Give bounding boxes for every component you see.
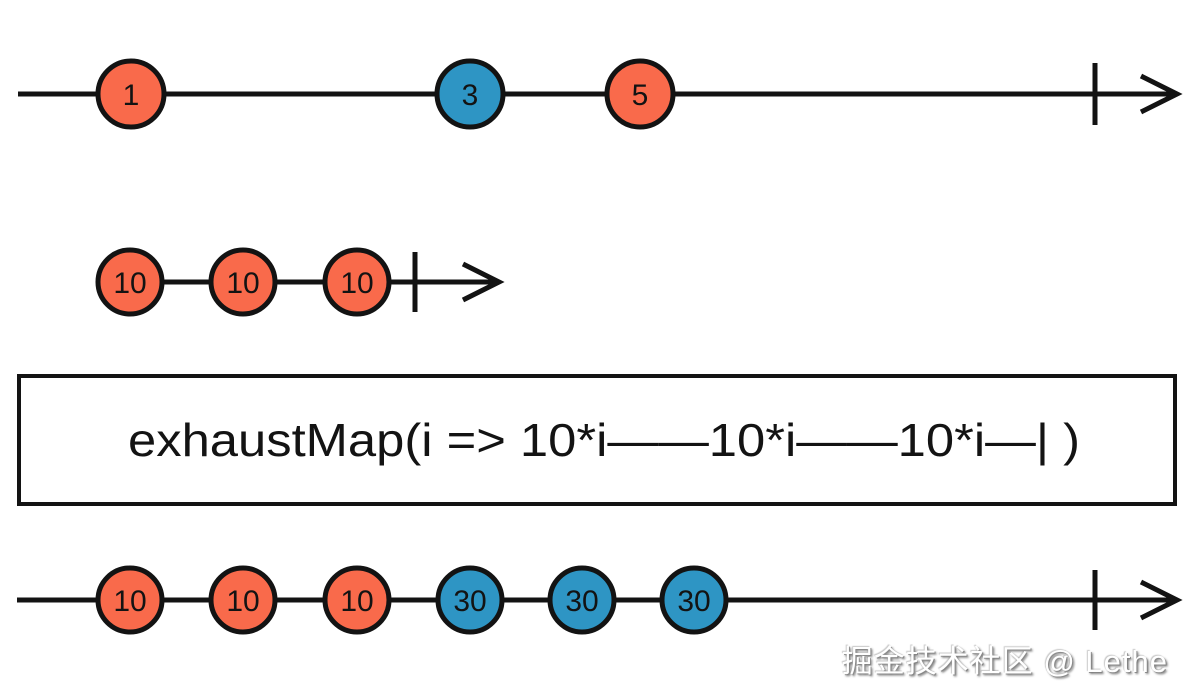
marble: [659, 565, 729, 635]
inner-arrow-icon: [461, 261, 505, 303]
marble-label: 3: [462, 79, 479, 112]
operator-box: exhaustMap(i => 10*i——10*i——10*i—| ): [17, 374, 1177, 506]
marble: [604, 58, 676, 130]
marble: [322, 565, 392, 635]
marble-label: 10: [113, 267, 146, 300]
marble-label: 30: [677, 585, 710, 618]
marble-label: 10: [340, 267, 373, 300]
marble-label: 1: [123, 79, 140, 112]
watermark: 掘金技术社区 @ Lethe: [841, 644, 1168, 679]
marble-label: 30: [453, 585, 486, 618]
marble-label: 10: [226, 585, 259, 618]
marble: [208, 565, 278, 635]
marble: [322, 247, 392, 317]
marble-label: 5: [632, 79, 649, 112]
output-arrow-icon: [1139, 579, 1183, 621]
marble: [434, 58, 506, 130]
marble: [95, 58, 167, 130]
marble: [435, 565, 505, 635]
marble: [95, 565, 165, 635]
output-timeline: 10 10 10 30 30 30: [17, 565, 1183, 635]
source-timeline: 1 3 5: [18, 58, 1183, 130]
marble-label: 30: [565, 585, 598, 618]
marble: [547, 565, 617, 635]
marble-label: 10: [113, 585, 146, 618]
marble-label: 10: [226, 267, 259, 300]
operator-expression: exhaustMap(i => 10*i——10*i——10*i—| ): [128, 414, 1080, 466]
marble-label: 10: [340, 585, 373, 618]
marble: [95, 247, 165, 317]
source-arrow-icon: [1139, 73, 1183, 115]
operator-box-frame: [17, 374, 1177, 506]
inner-timeline: 10 10 10: [95, 247, 505, 317]
marble: [208, 247, 278, 317]
